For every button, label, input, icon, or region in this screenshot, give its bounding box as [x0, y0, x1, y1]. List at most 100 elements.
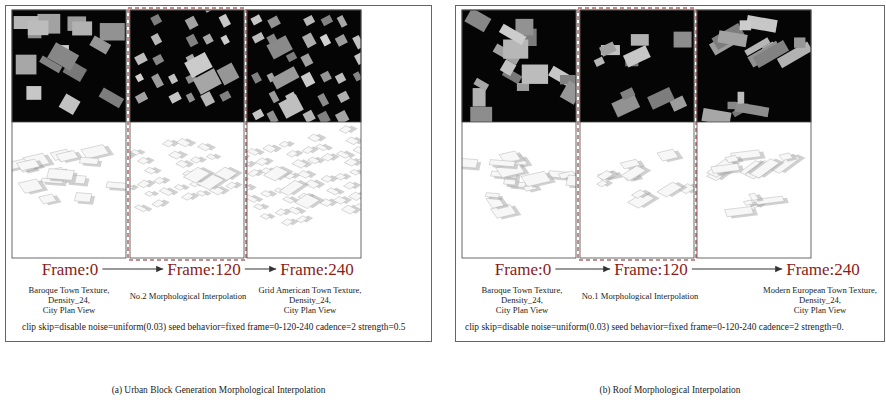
- building-footprint: [184, 52, 212, 78]
- building-footprint: [473, 88, 486, 106]
- building-footprint: [321, 15, 334, 26]
- building-footprint: [302, 32, 317, 48]
- image-border: [697, 10, 811, 122]
- render-view-image: [12, 124, 126, 258]
- image-border: [247, 10, 361, 122]
- render-buildings: [697, 139, 811, 222]
- building-mass: [295, 194, 320, 208]
- building-footprint: [599, 42, 617, 57]
- building-mass: [621, 166, 646, 181]
- building-mass: [81, 145, 109, 159]
- building-mass: [339, 126, 352, 134]
- building-footprint: [337, 15, 348, 28]
- building-mass: [248, 169, 260, 176]
- plan-buildings: [14, 14, 125, 115]
- dashed-highlight: [128, 8, 246, 260]
- building-mass: [131, 150, 141, 155]
- plan-view-image: [697, 10, 811, 122]
- building-mass: [725, 207, 754, 217]
- building-footprint: [99, 87, 124, 108]
- plan-view-image: [247, 10, 361, 122]
- render-buildings: [587, 148, 694, 214]
- building-footprint: [278, 94, 304, 118]
- render-buildings: [247, 124, 361, 234]
- render-view-image: [697, 124, 811, 258]
- building-footprint: [135, 73, 144, 82]
- building-mass: [333, 196, 347, 204]
- image-border: [462, 10, 576, 122]
- building-shadow: [247, 152, 251, 159]
- building-mass: [597, 180, 608, 186]
- building-footprint: [251, 72, 262, 84]
- building-footprint: [503, 39, 528, 58]
- building-mass: [130, 185, 134, 191]
- frame-label: Frame:240: [786, 261, 860, 278]
- building-footprint: [354, 51, 361, 65]
- plan-buildings: [464, 10, 576, 122]
- building-footprint: [717, 30, 747, 47]
- plan-buildings: [247, 10, 361, 122]
- frame-number: Frame:240: [786, 260, 860, 279]
- render-buildings: [12, 139, 126, 217]
- building-mass: [321, 175, 333, 182]
- building-footprint: [134, 52, 148, 65]
- building-mass: [292, 160, 307, 169]
- render-view-image: [462, 124, 576, 258]
- building-footprint: [250, 14, 262, 25]
- building-footprint: [560, 80, 576, 104]
- building-footprint: [16, 55, 37, 75]
- building-footprint: [738, 92, 745, 104]
- building-mass: [632, 190, 646, 198]
- building-footprint: [252, 109, 264, 120]
- building-mass: [350, 170, 360, 176]
- frame-border: [130, 10, 244, 258]
- building-footprint: [303, 110, 316, 122]
- frame-description: Grid American Town Texture,: [258, 286, 361, 295]
- building-footprint: [185, 16, 199, 30]
- building-footprint: [28, 20, 49, 35]
- building-mass: [353, 147, 361, 155]
- building-footprint: [220, 35, 229, 45]
- building-footprint: [734, 102, 769, 117]
- building-mass: [287, 150, 298, 157]
- frame-label: Frame:0: [495, 261, 552, 278]
- building-mass: [174, 184, 184, 190]
- building-mass: [282, 219, 294, 226]
- building-footprint: [522, 65, 548, 84]
- building-footprint: [740, 20, 752, 30]
- plan-buildings: [130, 10, 239, 107]
- building-mass: [598, 171, 618, 180]
- building-footprint: [594, 57, 605, 67]
- building-footprint: [464, 10, 491, 32]
- frame-label: Frame:0: [42, 261, 99, 278]
- building-mass: [226, 182, 237, 189]
- flow-arrow: [692, 268, 782, 269]
- frame-description: Modern European Town Texture,: [763, 286, 877, 295]
- building-mass: [247, 195, 258, 202]
- building-mass: [106, 182, 126, 189]
- render-view-image: [580, 124, 694, 258]
- dashed-highlight: [578, 8, 696, 260]
- building-footprint: [151, 33, 163, 45]
- building-footprint: [335, 110, 349, 122]
- building-footprint: [320, 71, 332, 83]
- render-buildings: [12, 139, 126, 217]
- building-mass: [657, 149, 678, 161]
- building-mass: [283, 197, 295, 204]
- building-footprint: [252, 32, 265, 43]
- building-mass: [308, 157, 320, 164]
- building-mass: [597, 171, 613, 181]
- building-footprint: [72, 21, 92, 35]
- building-footprint: [517, 83, 529, 91]
- frame-number: Frame:0: [495, 260, 552, 279]
- building-footprint: [317, 111, 331, 122]
- frame-number: Frame:0: [42, 260, 99, 279]
- building-footprint: [317, 93, 329, 107]
- building-mass: [163, 140, 175, 147]
- frame-description: City Plan View: [284, 306, 336, 315]
- building-mass: [354, 204, 361, 211]
- building-mass: [159, 188, 173, 196]
- render-buildings: [130, 129, 244, 214]
